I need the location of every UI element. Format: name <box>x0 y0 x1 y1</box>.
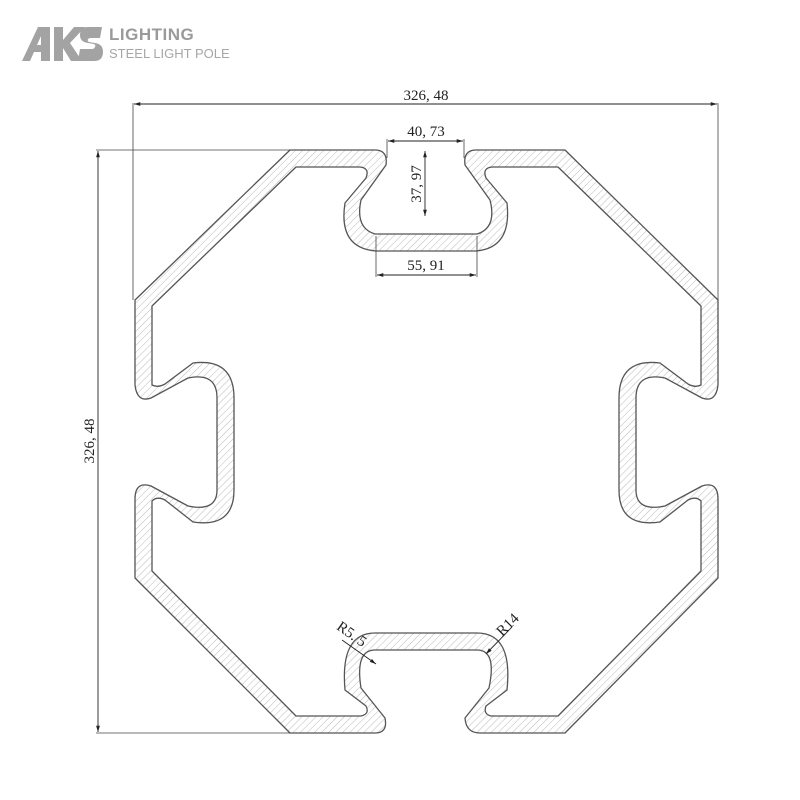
width-dimension-label: 326, 48 <box>404 88 449 104</box>
radius-small-leader <box>341 639 377 665</box>
brand-subtitle: STEEL LIGHT POLE <box>109 46 230 61</box>
radius-large-label: R14 <box>494 610 523 639</box>
brand-title: LIGHTING <box>109 25 195 44</box>
profile-wall <box>134 149 719 734</box>
height-dimension-label: 326, 48 <box>82 419 98 464</box>
aks-logo-icon <box>22 27 103 61</box>
radius-large-leader <box>485 626 513 655</box>
slot-depth-dimension-label: 37, 97 <box>409 165 425 203</box>
slot-bottom-dimension-label: 55, 91 <box>407 258 445 274</box>
slot-opening-dimension-label: 40, 73 <box>407 124 445 140</box>
